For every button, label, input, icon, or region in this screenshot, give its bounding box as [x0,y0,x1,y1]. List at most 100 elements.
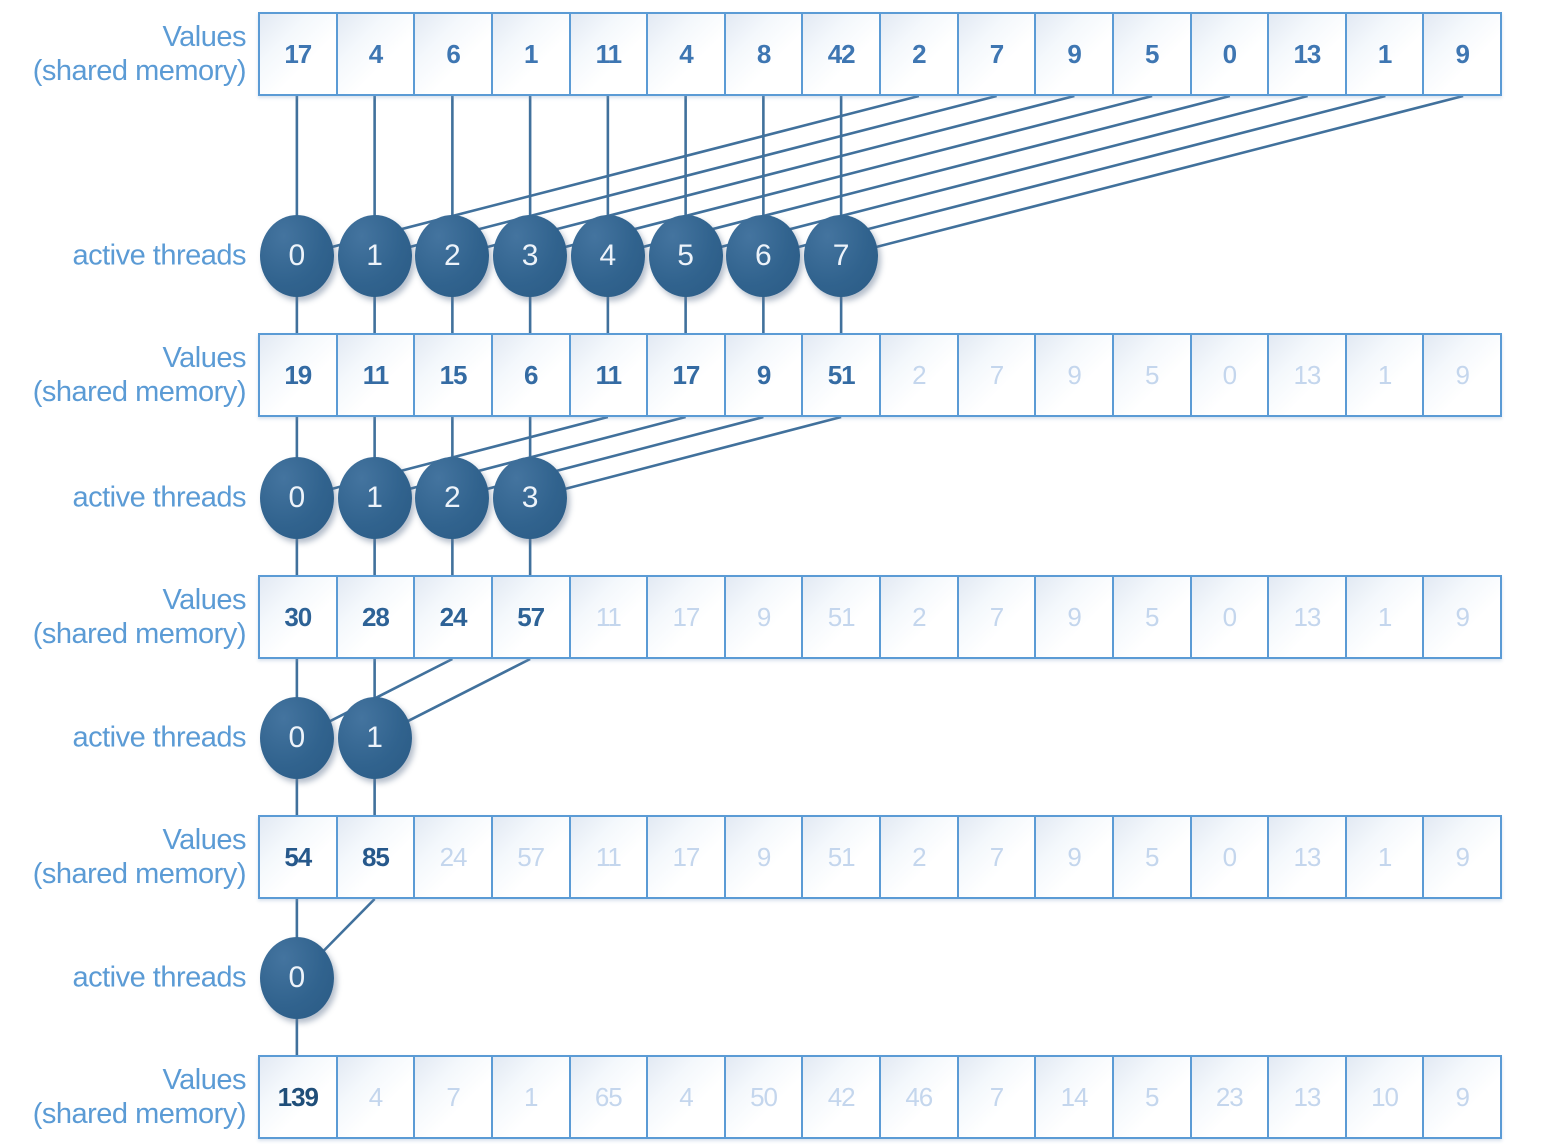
memory-cell: 9 [1424,1057,1500,1137]
memory-cell: 9 [1424,577,1500,657]
connector-line [529,415,842,500]
memory-cell: 2 [881,14,959,94]
values-label: Values(shared memory) [0,575,247,659]
thread-circle: 0 [259,697,334,779]
memory-cell: 4 [337,1057,416,1137]
memory-cell: 13 [1269,817,1347,897]
thread-circle: 6 [726,215,801,297]
values-label-line2: (shared memory) [32,1098,247,1130]
memory-cell: 5 [1113,817,1192,897]
thread-circle: 7 [804,215,879,297]
memory-cell: 57 [492,817,571,897]
values-label-line2: (shared memory) [32,376,247,408]
memory-cell: 42 [803,1057,881,1137]
memory-cell: 42 [803,14,881,94]
memory-cell: 6 [492,335,571,415]
memory-cell: 9 [725,577,804,657]
thread-circle: 3 [493,457,568,539]
memory-cell: 11 [570,335,649,415]
memory-cell: 8 [725,14,804,94]
values-label: Values(shared memory) [0,815,247,899]
memory-cell: 5 [1113,577,1192,657]
memory-cell: 23 [1191,1057,1270,1137]
memory-cell: 1 [492,1057,571,1137]
memory-cell: 51 [803,577,881,657]
memory-cell: 11 [570,577,649,657]
memory-cell: 54 [260,817,338,897]
values-label-line2: (shared memory) [32,858,247,890]
memory-cell: 13 [1269,14,1347,94]
values-label-line1: Values [162,823,246,856]
values-label-line1: Values [162,1063,246,1096]
memory-cell: 9 [1036,577,1114,657]
memory-cell: 1 [1346,335,1425,415]
connector-line [840,94,1464,258]
memory-cell: 46 [881,1057,959,1137]
memory-cell: 9 [1424,14,1500,94]
thread-circle: 1 [337,215,412,297]
thread-circle: 4 [570,215,645,297]
memory-cell: 9 [1036,335,1114,415]
thread-circle: 3 [493,215,568,297]
memory-cell: 65 [570,1057,649,1137]
memory-cell: 13 [1269,1057,1347,1137]
memory-cell: 50 [725,1057,804,1137]
values-label-line1: Values [162,341,246,374]
memory-cell: 7 [958,14,1037,94]
memory-cell: 17 [648,335,726,415]
memory-cell: 2 [881,335,959,415]
memory-cell: 4 [648,1057,726,1137]
memory-cell: 57 [492,577,571,657]
memory-cell: 7 [958,335,1037,415]
memory-cell: 14 [1036,1057,1114,1137]
memory-cell: 7 [958,577,1037,657]
memory-cell: 5 [1113,335,1192,415]
memory-cell: 1 [492,14,571,94]
memory-cell: 9 [725,817,804,897]
memory-cell: 4 [337,14,416,94]
memory-cell: 10 [1346,1057,1425,1137]
memory-cell: 51 [803,817,881,897]
memory-cell: 7 [958,817,1037,897]
values-label: Values(shared memory) [0,1055,247,1139]
thread-circle: 2 [415,215,490,297]
thread-circle: 0 [259,457,334,539]
thread-circle: 0 [259,215,334,297]
memory-cell: 13 [1269,335,1347,415]
memory-cell: 28 [337,577,416,657]
memory-cell: 85 [337,817,416,897]
memory-cell: 6 [415,14,493,94]
values-label-line2: (shared memory) [32,618,247,650]
values-label: Values(shared memory) [0,333,247,417]
active-threads-label: active threads [72,721,246,754]
thread-circle: 1 [337,697,412,779]
memory-cell: 30 [260,577,338,657]
memory-cell: 11 [570,817,649,897]
memory-cell: 4 [648,14,726,94]
memory-cell: 13 [1269,577,1347,657]
memory-cell: 5 [1113,1057,1192,1137]
values-label-line1: Values [162,20,246,53]
memory-cell: 17 [648,817,726,897]
memory-cell: 0 [1191,14,1270,94]
memory-cell: 2 [881,577,959,657]
memory-cell: 7 [415,1057,493,1137]
memory-cell: 24 [415,577,493,657]
thread-circle: 0 [259,937,334,1019]
thread-circle: 1 [337,457,412,539]
memory-cell: 9 [725,335,804,415]
memory-cell: 7 [958,1057,1037,1137]
memory-cell: 0 [1191,335,1270,415]
memory-cell: 17 [648,577,726,657]
memory-cell: 5 [1113,14,1192,94]
memory-cell: 51 [803,335,881,415]
memory-cell: 2 [881,817,959,897]
memory-cell: 1 [1346,817,1425,897]
memory-cell: 19 [260,335,338,415]
memory-cell: 0 [1191,577,1270,657]
thread-circle: 5 [648,215,723,297]
